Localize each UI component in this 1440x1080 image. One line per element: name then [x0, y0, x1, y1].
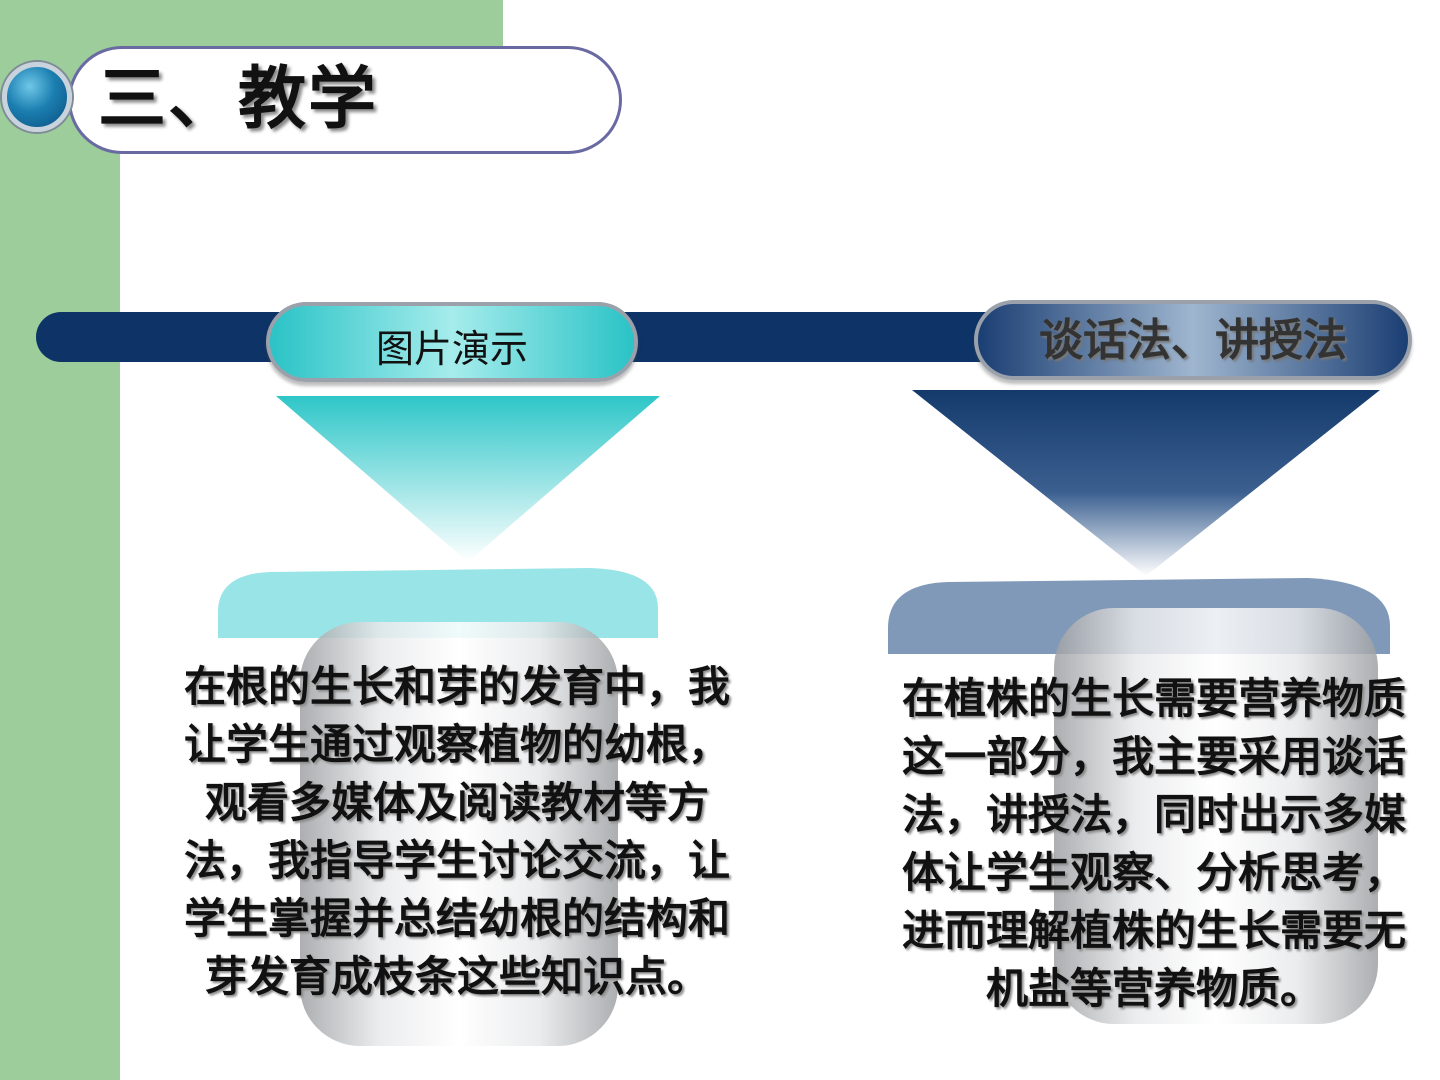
title-frame: [68, 46, 622, 154]
green-sidebar-band: [0, 0, 120, 1080]
text-cap-left: [218, 568, 658, 638]
funnel-triangle-left: [276, 396, 660, 562]
funnel-triangle-right: [912, 390, 1380, 576]
method-description-right: 在植株的生长需要营养物质这一部分，我主要采用谈话法，讲授法，同时出示多媒体让学生…: [901, 674, 1406, 1013]
method-label-right: 谈话法、讲授法: [1039, 315, 1347, 366]
method-label-left: 图片演示: [375, 326, 528, 371]
method-pill-left: 图片演示: [266, 302, 638, 382]
title-bullet-icon: [2, 62, 72, 132]
glass-panel-left: [300, 622, 618, 1046]
method-pill-right: 谈话法、讲授法: [974, 300, 1412, 380]
slide-title: 三、教学: [98, 60, 379, 139]
glass-panel-right: [1054, 608, 1378, 1024]
method-description-left: 在根的生长和芽的发育中，我让学生通过观察植物的幼根，观看多媒体及阅读教材等方法，…: [183, 662, 730, 1001]
